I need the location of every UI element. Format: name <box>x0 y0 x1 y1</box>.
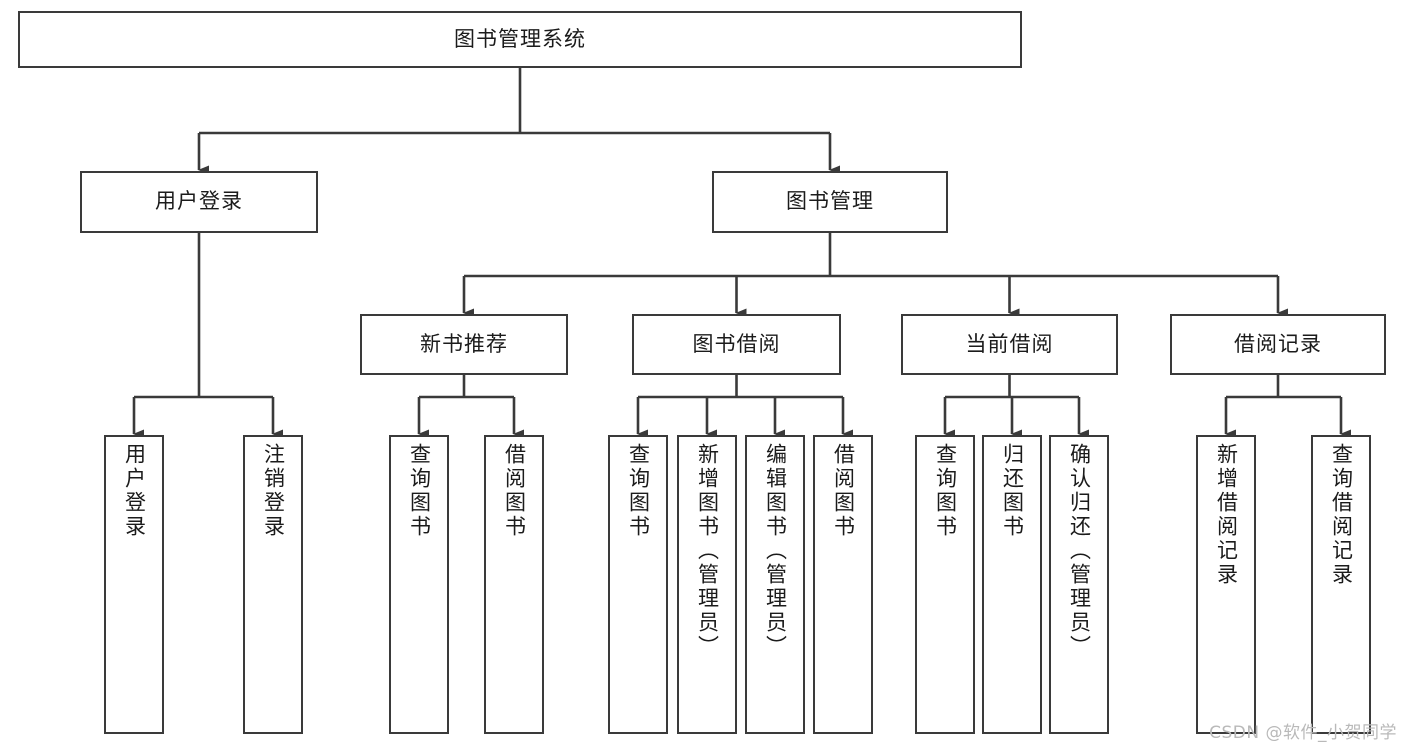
node-leaf-rec-query-book-label: 查询图书 <box>407 443 432 539</box>
node-leaf-borrow-add-book-label: 新增图书（管理员） <box>695 443 720 659</box>
node-leaf-borrow-edit-book[interactable]: 编辑图书（管理员） <box>745 435 805 734</box>
node-book-borrow-label: 图书借阅 <box>692 331 781 356</box>
node-leaf-borrow-add-book[interactable]: 新增图书（管理员） <box>677 435 737 734</box>
node-leaf-record-query[interactable]: 查询借阅记录 <box>1311 435 1371 734</box>
node-leaf-current-confirm-return-label: 确认归还（管理员） <box>1067 443 1092 659</box>
node-leaf-rec-query-book[interactable]: 查询图书 <box>389 435 449 734</box>
node-root[interactable]: 图书管理系统 <box>18 11 1022 68</box>
node-root-label: 图书管理系统 <box>454 26 586 51</box>
node-current-borrow-label: 当前借阅 <box>965 331 1054 356</box>
node-book-manage-label: 图书管理 <box>786 189 874 214</box>
node-leaf-borrow-borrow-book-label: 借阅图书 <box>831 443 856 539</box>
node-leaf-borrow-borrow-book[interactable]: 借阅图书 <box>813 435 873 734</box>
node-leaf-current-return-book-label: 归还图书 <box>1000 443 1025 539</box>
node-user-login[interactable]: 用户登录 <box>80 171 318 233</box>
node-leaf-current-return-book[interactable]: 归还图书 <box>982 435 1042 734</box>
node-leaf-current-query-book[interactable]: 查询图书 <box>915 435 975 734</box>
node-leaf-current-confirm-return[interactable]: 确认归还（管理员） <box>1049 435 1109 734</box>
node-leaf-current-query-book-label: 查询图书 <box>933 443 958 539</box>
node-book-manage[interactable]: 图书管理 <box>712 171 948 233</box>
node-user-login-label: 用户登录 <box>155 189 243 214</box>
node-borrow-record[interactable]: 借阅记录 <box>1170 314 1386 375</box>
node-new-book-rec[interactable]: 新书推荐 <box>360 314 568 375</box>
node-leaf-borrow-edit-book-label: 编辑图书（管理员） <box>763 443 788 659</box>
node-leaf-rec-borrow-book[interactable]: 借阅图书 <box>484 435 544 734</box>
node-leaf-record-add[interactable]: 新增借阅记录 <box>1196 435 1256 734</box>
node-leaf-borrow-query-book-label: 查询图书 <box>626 443 651 539</box>
node-leaf-user-logout[interactable]: 注销登录 <box>243 435 303 734</box>
node-leaf-borrow-query-book[interactable]: 查询图书 <box>608 435 668 734</box>
node-current-borrow[interactable]: 当前借阅 <box>901 314 1118 375</box>
node-leaf-record-query-label: 查询借阅记录 <box>1329 443 1354 587</box>
node-book-borrow[interactable]: 图书借阅 <box>632 314 841 375</box>
node-leaf-record-add-label: 新增借阅记录 <box>1214 443 1239 587</box>
node-leaf-rec-borrow-book-label: 借阅图书 <box>502 443 527 539</box>
node-leaf-user-login[interactable]: 用户登录 <box>104 435 164 734</box>
node-leaf-user-logout-label: 注销登录 <box>261 443 286 539</box>
node-leaf-user-login-label: 用户登录 <box>122 443 147 539</box>
node-borrow-record-label: 借阅记录 <box>1234 331 1322 356</box>
node-new-book-rec-label: 新书推荐 <box>420 331 508 356</box>
